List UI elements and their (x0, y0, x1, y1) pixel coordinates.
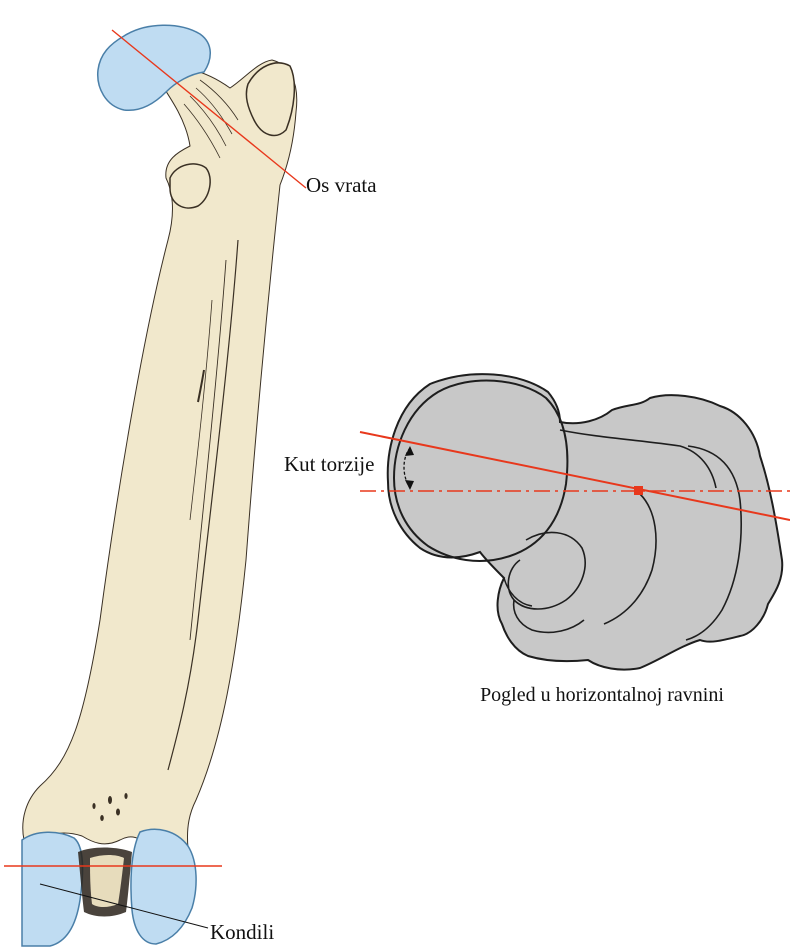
lesser-trochanter (170, 164, 210, 208)
axis-intersection-marker (634, 486, 643, 495)
neck-axis-label: Os vrata (306, 173, 377, 197)
medial-condyle-cartilage (131, 829, 196, 944)
horizontal-view-caption: Pogled u horizontalnoj ravnini (480, 684, 724, 706)
femur-illustration (4, 25, 306, 946)
lateral-condyle-cartilage (22, 832, 82, 946)
horizontal-view-outline (388, 374, 783, 669)
torsion-angle-label: Kut torzije (284, 452, 374, 476)
femur-bone-body (23, 60, 297, 858)
horizontal-view-illustration (360, 374, 790, 669)
condyles-label: Kondili (210, 920, 274, 944)
